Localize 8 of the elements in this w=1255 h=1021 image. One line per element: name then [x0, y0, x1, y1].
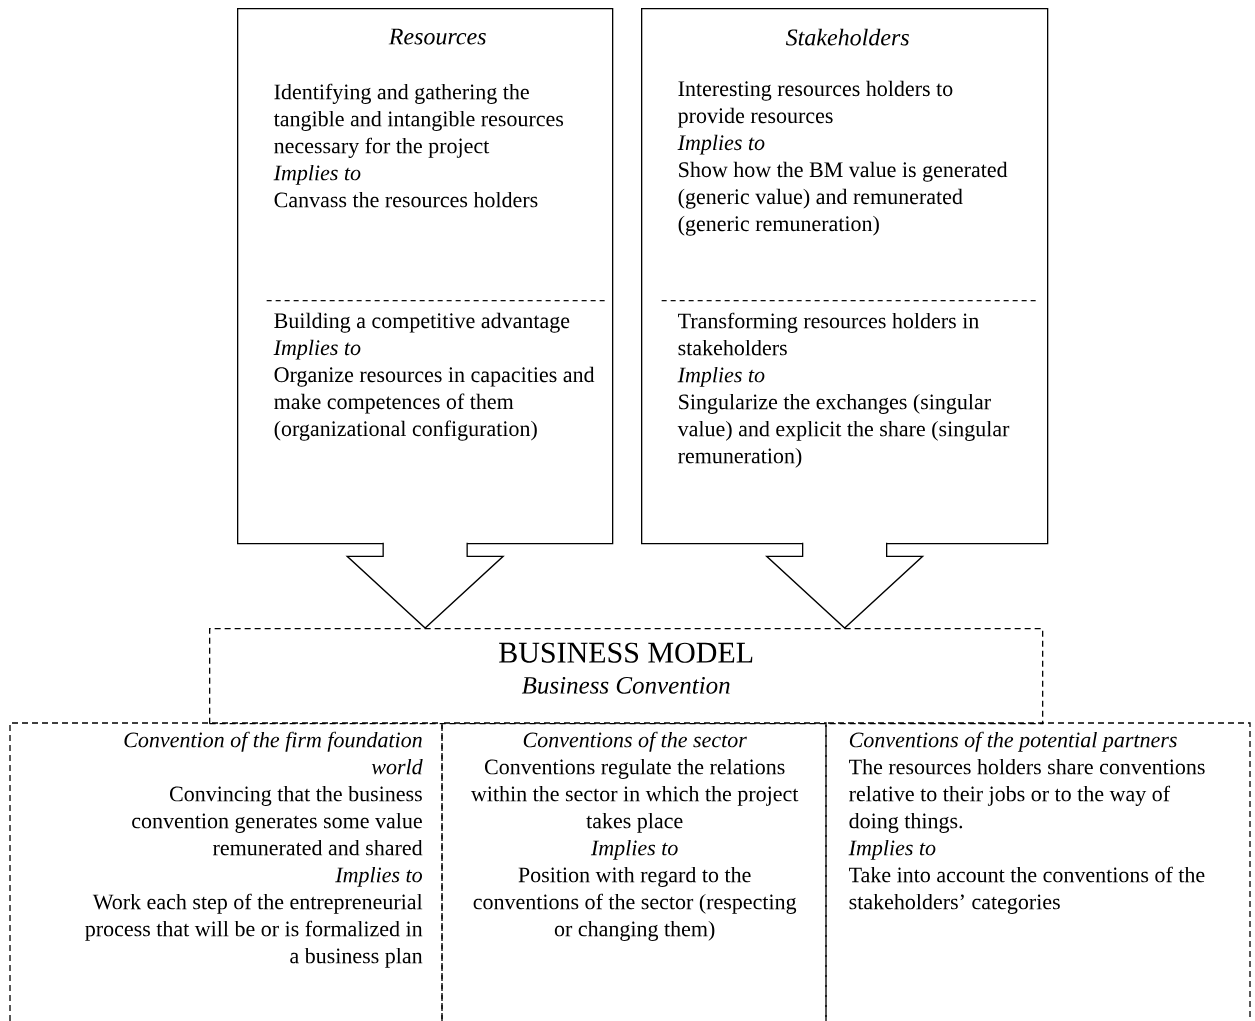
content-box: Resources Identifying and gathering the tangible and intangible resources necessary for the project Implies to Canvass the resources holders Building a competitive advantage Implies to Organize resources in capacities and make competences of them (organizational configuration) — [237, 8, 614, 545]
block-arrow — [765, 542, 925, 629]
block-arrow — [345, 542, 505, 629]
column-box: Conventions of the sector Conventions regulate the relations within the sector in which the project takes place Implies to Position with regard to the conventions of the sector (respecting or changing them) — [441, 722, 827, 1021]
column-box: Conventions of the potential partners The resources holders share conventions relative to their jobs or to the way of doing things. Implies to Take into account the conventions of the stakeholders’ categories — [825, 722, 1251, 1021]
column-box: Convention of the firm foundation world Convincing that the business convention generates some value remunerated and shared Implies to Work each step of the entrepreneurial process that will be or is formalized in a business plan — [9, 722, 443, 1021]
content-box: Stakeholders Interesting resources holders to provide resources Implies to Show how the BM value is generated (generic value) and remunerated (generic remuneration) Transforming resources holders in stakeholders Implies to Singularize the exchanges (singular value) and explicit the share (singular remuneration) — [641, 8, 1049, 545]
concept-box: BUSINESS MODEL Business Convention — [209, 628, 1044, 725]
